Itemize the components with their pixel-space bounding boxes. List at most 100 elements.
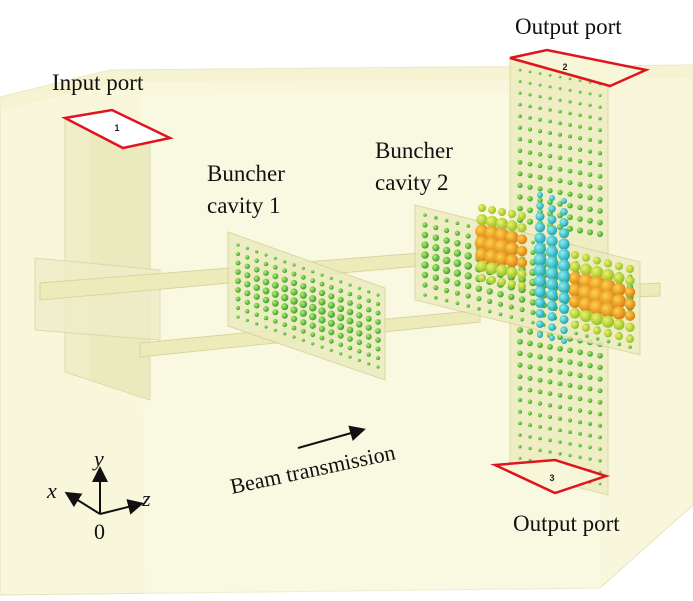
high-field-point: [505, 230, 519, 244]
field-point: [375, 328, 381, 334]
field-point: [547, 414, 553, 419]
field-point: [588, 103, 592, 107]
field-point: [527, 352, 533, 358]
gap-field-point: [546, 289, 558, 301]
field-point: [537, 140, 543, 145]
field-point: [597, 411, 603, 417]
field-point: [346, 317, 354, 325]
field-point: [557, 392, 563, 398]
field-point: [587, 410, 593, 415]
gap-field-point: [548, 323, 556, 331]
field-point: [245, 309, 250, 314]
high-field-region: [474, 204, 636, 343]
field-point: [421, 231, 429, 239]
field-point: [567, 145, 573, 151]
field-point: [235, 305, 241, 311]
gap-field-point: [534, 275, 546, 288]
field-point: [464, 242, 472, 250]
high-field-point: [486, 262, 498, 275]
field-point: [530, 309, 536, 315]
field-point: [518, 68, 522, 72]
field-point: [557, 404, 563, 410]
high-field-point: [568, 295, 582, 308]
field-point: [466, 304, 471, 308]
field-point: [281, 294, 289, 302]
field-point: [528, 116, 532, 120]
field-point: [244, 281, 251, 288]
field-point: [365, 333, 372, 340]
field-point: [577, 227, 583, 234]
field-point: [444, 218, 449, 223]
field-point: [375, 355, 381, 361]
field-point: [235, 296, 241, 302]
field-point: [577, 170, 583, 176]
field-point: [337, 314, 345, 322]
buncher-1-label-line2: cavity 1: [207, 193, 280, 218]
high-field-point: [506, 266, 518, 278]
field-point: [548, 438, 552, 443]
high-field-point: [611, 294, 627, 309]
field-point: [587, 374, 593, 380]
field-point: [367, 290, 371, 294]
gap-field-point: [548, 205, 556, 213]
gap-field-point: [558, 303, 570, 314]
field-point: [454, 279, 461, 287]
field-point: [547, 176, 553, 182]
field-point: [578, 101, 582, 106]
field-point: [527, 411, 533, 416]
field-point: [235, 269, 241, 275]
field-point: [327, 301, 335, 309]
field-point: [311, 270, 315, 274]
buncher-cavity-2: [414, 192, 641, 356]
field-point: [465, 293, 471, 299]
field-point: [309, 295, 317, 303]
field-point: [598, 447, 602, 451]
field-point: [299, 309, 307, 317]
input-port-number: 1: [114, 123, 119, 133]
field-point: [337, 323, 345, 331]
high-field-point: [625, 322, 635, 332]
field-point: [538, 106, 542, 110]
field-point: [527, 150, 533, 155]
field-point: [587, 351, 593, 357]
field-point: [527, 375, 533, 381]
field-point: [527, 184, 533, 190]
high-field-point: [498, 278, 506, 286]
field-point: [588, 92, 592, 96]
field-point: [577, 181, 583, 187]
field-point: [537, 401, 543, 406]
gap-field-point: [546, 235, 558, 247]
field-point: [375, 337, 381, 343]
high-field-point: [494, 251, 510, 266]
field-point: [508, 304, 514, 310]
high-field-point: [624, 310, 636, 321]
gap-field-point: [534, 222, 546, 233]
field-point: [432, 253, 440, 262]
field-point: [422, 282, 428, 288]
field-point: [558, 440, 562, 444]
gap-field-point: [558, 228, 570, 239]
field-point: [538, 72, 542, 75]
field-point: [310, 332, 316, 338]
field-point: [432, 234, 440, 241]
high-field-point: [568, 272, 582, 285]
field-point: [588, 115, 592, 119]
field-point: [578, 113, 582, 117]
field-point: [245, 246, 249, 250]
output-waveguide-field-dots: [517, 68, 603, 486]
field-point: [597, 173, 603, 179]
field-point: [337, 296, 344, 303]
field-point: [537, 174, 543, 180]
field-point: [454, 239, 461, 247]
high-field-point: [478, 204, 486, 212]
field-point: [528, 446, 532, 451]
field-point: [568, 100, 572, 104]
field-point: [567, 180, 573, 186]
input-port-label: Input port: [52, 70, 144, 95]
field-point: [464, 272, 472, 280]
field-point: [587, 386, 593, 392]
output-port-bottom-number: 3: [549, 473, 554, 483]
field-point: [272, 273, 279, 280]
field-point: [300, 319, 307, 326]
